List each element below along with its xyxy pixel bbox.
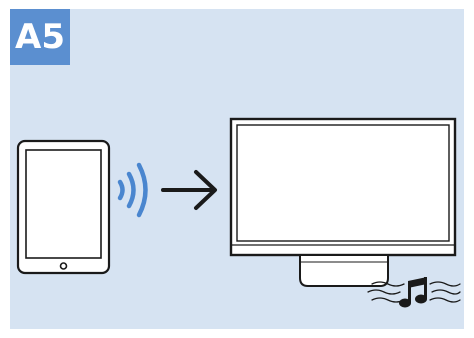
soundbar-icon bbox=[300, 255, 388, 286]
arrow-right-icon bbox=[163, 172, 215, 208]
music-note-icon bbox=[399, 277, 427, 308]
tv-icon bbox=[231, 119, 455, 255]
tablet-icon bbox=[18, 141, 109, 273]
wireless-signal-icon bbox=[120, 165, 146, 215]
